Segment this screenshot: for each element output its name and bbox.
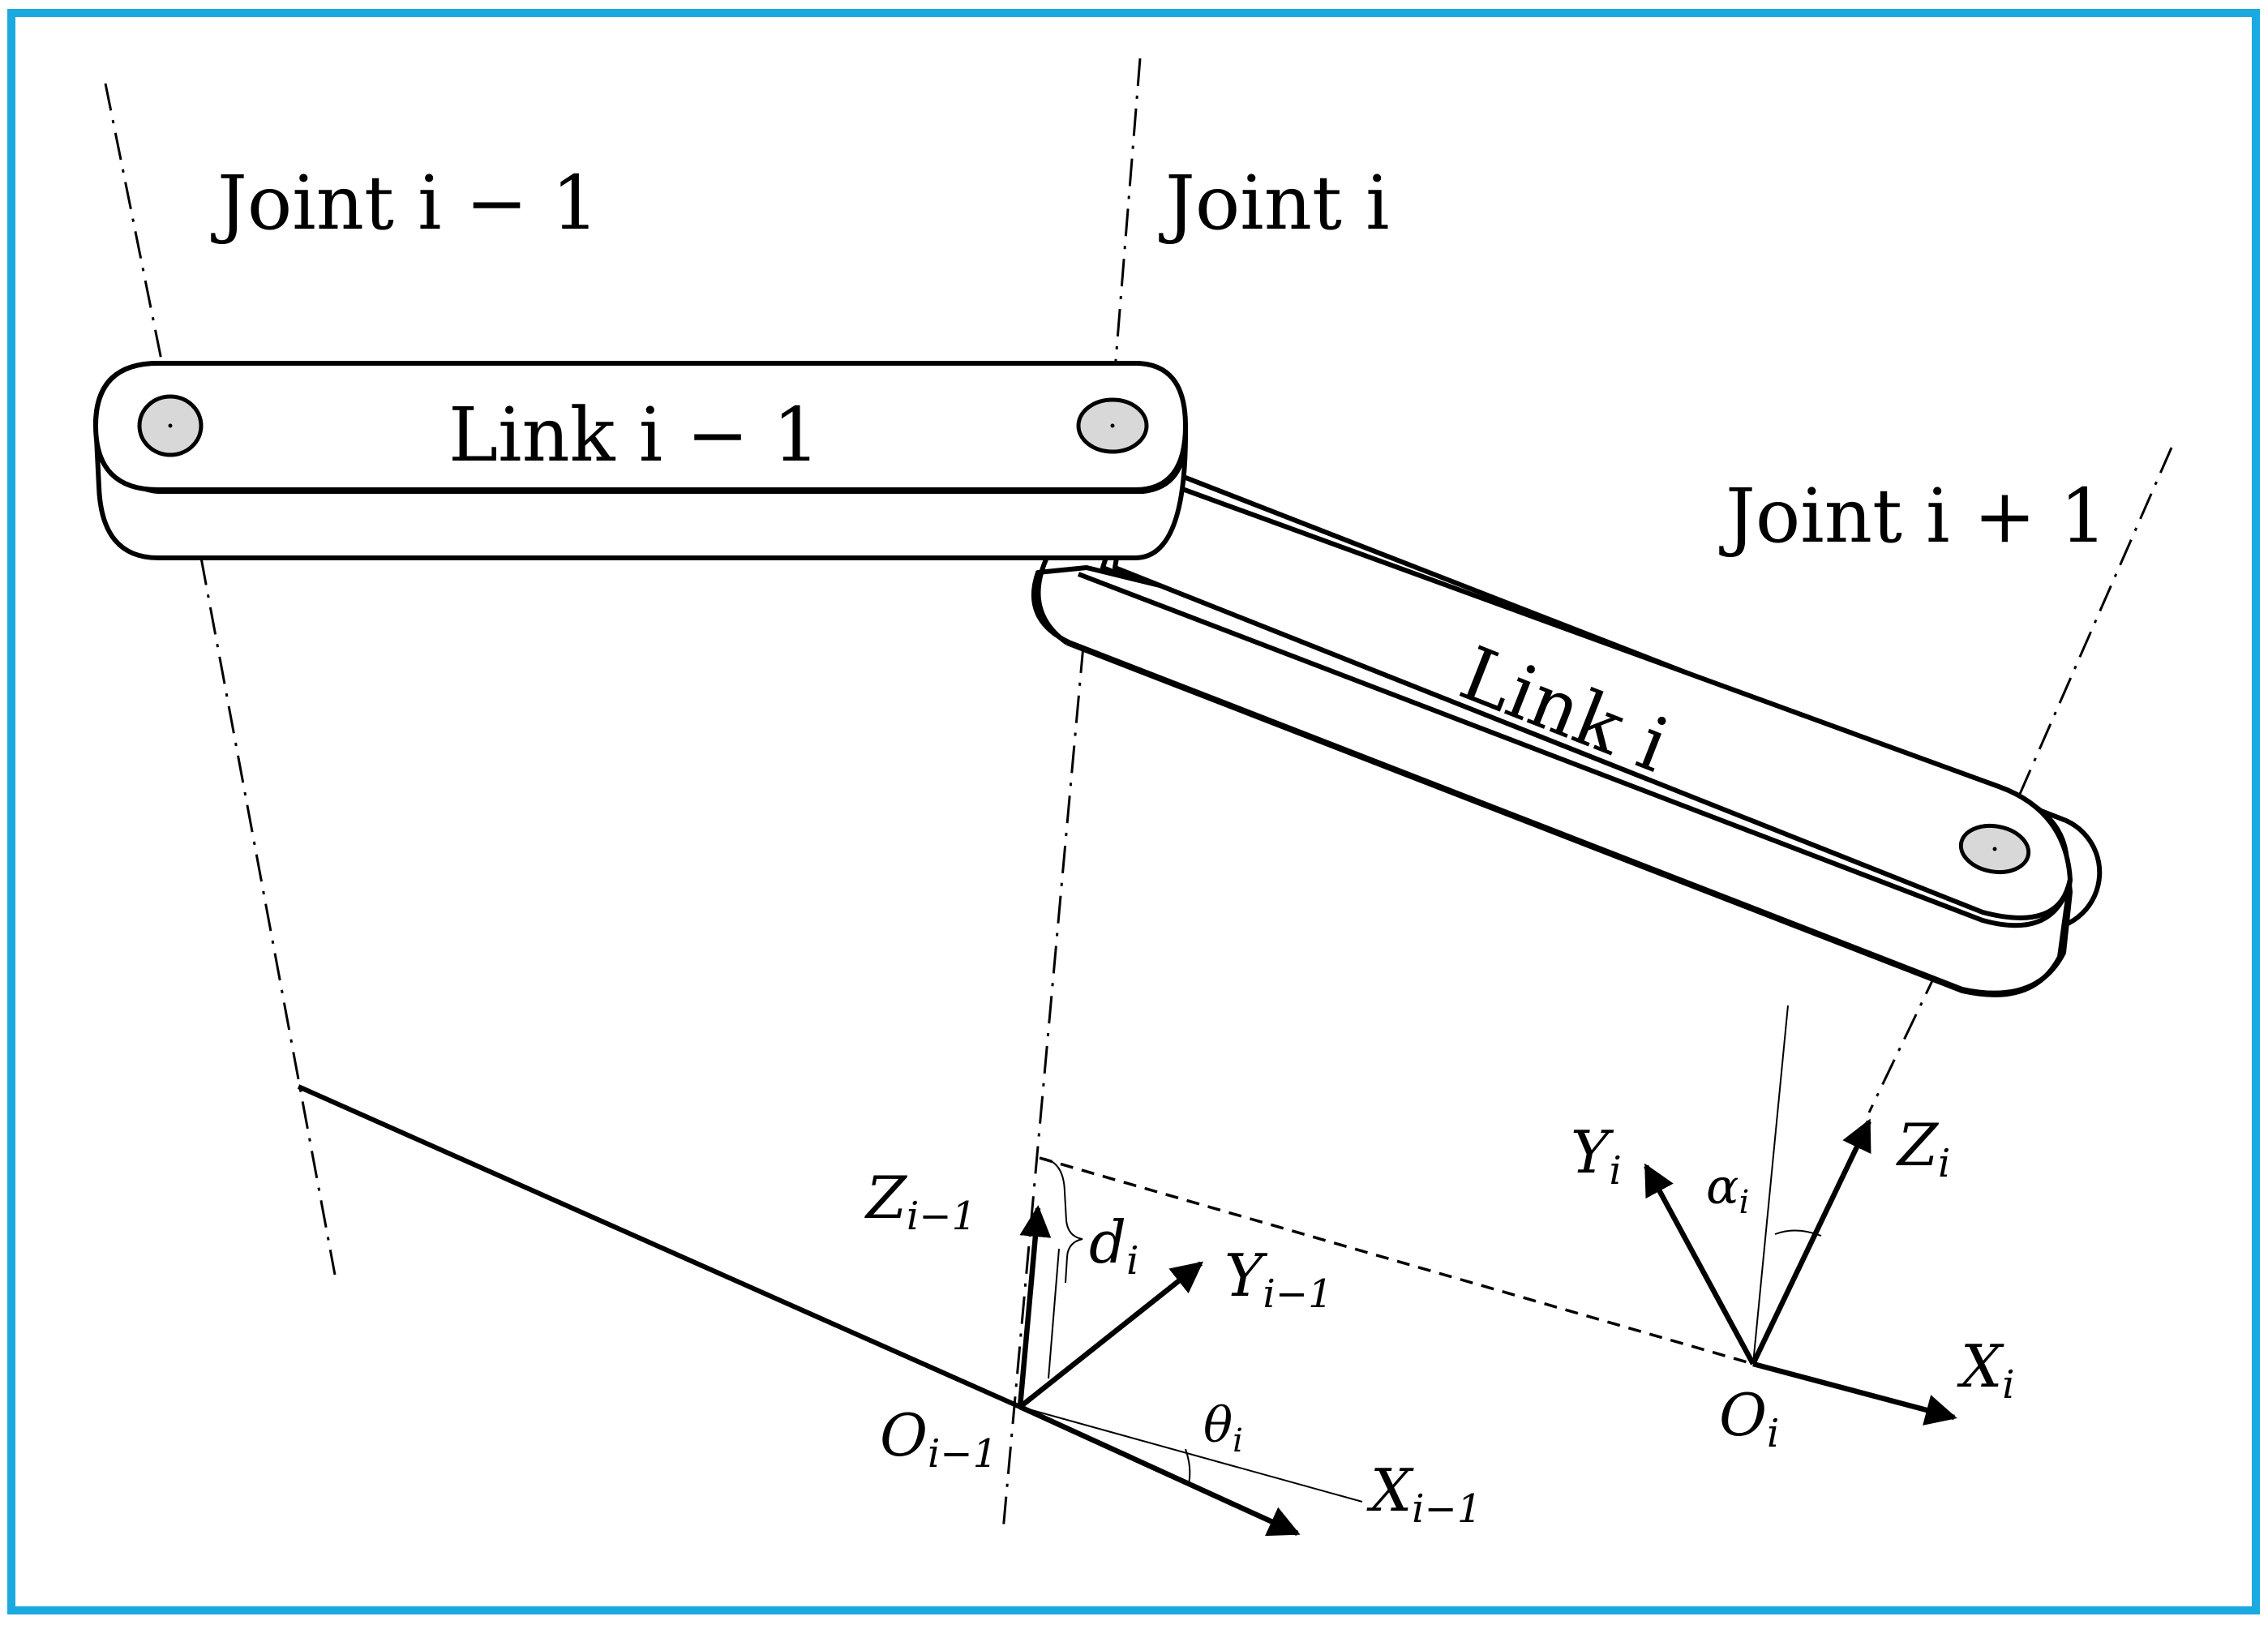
z-prev-parallel: [1752, 1005, 1789, 1365]
link-prev-body: [93, 361, 1188, 560]
origin-cur-label: Oi: [1719, 1381, 1779, 1456]
y-prev-arrow: [1018, 1261, 1204, 1409]
y-cur-label: Yi: [1571, 1118, 1622, 1194]
common-normal-cur: [1039, 1156, 1754, 1366]
common-normal-prev: [297, 1084, 1022, 1409]
y-cur-arrow: [1644, 1163, 1756, 1366]
frame-cur-axes: [1644, 1005, 1957, 1426]
x-prev-label: Xi−1: [1366, 1456, 1481, 1532]
joint-prev-axis-lower: [199, 557, 337, 1276]
d-brace: [1039, 1157, 1083, 1284]
frame-prev-axes: [1017, 1157, 1363, 1537]
z-prev-arrow: [1017, 1205, 1052, 1408]
link-prev-label: Link i − 1: [448, 392, 820, 478]
x-cur-arrow: [1752, 1361, 1957, 1426]
x-cur-projection: [1019, 1406, 1363, 1503]
link-cur-body: [1031, 457, 2103, 997]
theta-label: θi: [1203, 1397, 1243, 1460]
joint-prev-axis-upper: [104, 83, 174, 413]
joint-next-label: Joint i + 1: [1719, 473, 2107, 560]
d-label: di: [1089, 1208, 1138, 1284]
joint-next-axis-lower: [1867, 968, 1940, 1113]
alpha-arc: [1774, 1229, 1822, 1237]
joint-next-axis-upper: [1993, 447, 2173, 852]
joint-cur-axis-upper: [1109, 58, 1142, 422]
z-cur-projection: [1048, 1248, 1060, 1379]
z-cur-label: Zi: [1896, 1111, 1950, 1186]
alpha-label: αi: [1706, 1159, 1749, 1221]
y-prev-label: Yi−1: [1224, 1241, 1333, 1317]
joint-prev-label: Joint i − 1: [211, 160, 599, 247]
z-cur-arrow: [1751, 1118, 1871, 1366]
z-prev-label: Zi−1: [864, 1164, 976, 1239]
origin-prev-label: Oi−1: [880, 1401, 997, 1477]
joint-cur-label: Joint i: [1159, 160, 1390, 247]
theta-arc: [1185, 1448, 1191, 1485]
x-cur-label: Xi: [1957, 1332, 2015, 1408]
x-prev-arrow: [1018, 1404, 1301, 1537]
